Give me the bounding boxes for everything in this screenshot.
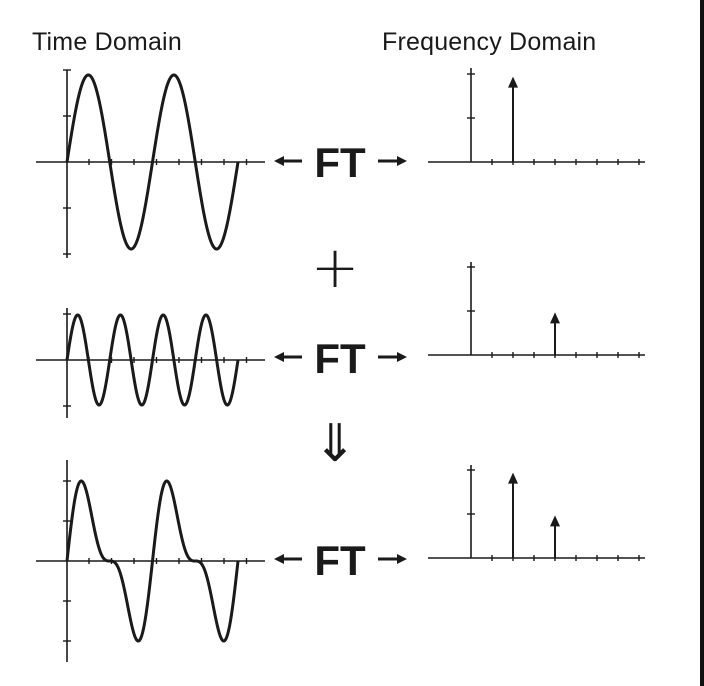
ft-left-arrowhead-3 <box>274 554 284 564</box>
ft-right-arrowhead-1 <box>397 156 407 166</box>
plus-symbol: + <box>310 233 360 301</box>
ft-right-arrowhead-3 <box>397 554 407 564</box>
freq-impulse-arrowhead-1-0 <box>508 76 518 88</box>
ft-left-arrowhead-2 <box>274 352 284 362</box>
freq-impulse-arrowhead-2-0 <box>550 312 560 324</box>
right-border <box>700 0 704 686</box>
ft-label-2: FT <box>314 335 366 382</box>
ft-label-1: FT <box>314 139 366 186</box>
result-arrow-icon: ⇓ <box>313 414 357 474</box>
ft-row-2: FT <box>270 338 410 380</box>
ft-row-3: FT <box>270 540 410 582</box>
ft-right-arrowhead-2 <box>397 352 407 362</box>
ft-row-1: FT <box>270 142 410 184</box>
freq-impulse-arrowhead-3-0 <box>508 472 518 484</box>
ft-label-3: FT <box>314 537 366 584</box>
ft-left-arrowhead-1 <box>274 156 284 166</box>
freq-impulse-arrowhead-3-1 <box>550 515 560 527</box>
time-waveform-3 <box>65 479 240 643</box>
frequency-domain-heading: Frequency Domain <box>382 28 597 56</box>
time-waveform-2 <box>65 313 240 407</box>
time-waveform-1 <box>65 73 240 251</box>
time-domain-heading: Time Domain <box>32 28 182 56</box>
